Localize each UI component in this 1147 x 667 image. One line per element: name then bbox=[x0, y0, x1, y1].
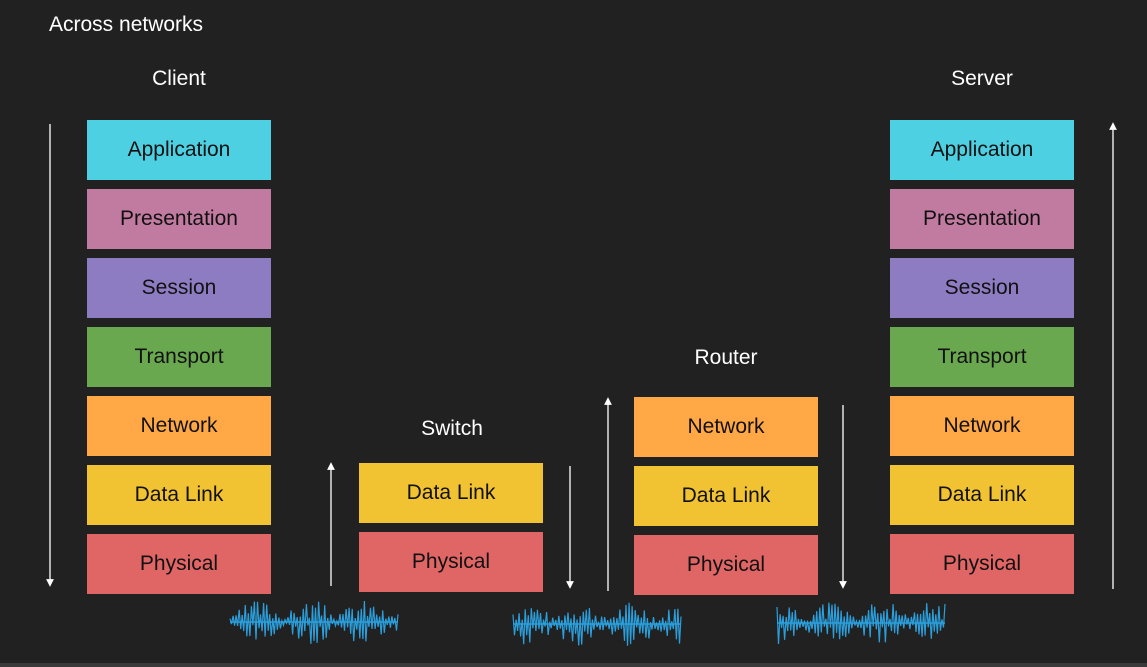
client-physical-layer: Physical bbox=[87, 534, 271, 594]
client-application-layer: Application bbox=[87, 120, 271, 180]
signal-wave-icon-2 bbox=[512, 602, 682, 646]
bottom-divider bbox=[0, 663, 1147, 667]
server-session-layer: Session bbox=[890, 258, 1074, 318]
client-presentation-layer: Presentation bbox=[87, 189, 271, 249]
signal-wave-icon-3 bbox=[776, 602, 946, 645]
client-session-layer: Session bbox=[87, 258, 271, 318]
server-network-layer: Network bbox=[890, 396, 1074, 456]
switch-data-link-layer: Data Link bbox=[359, 463, 543, 523]
client-label: Client bbox=[152, 67, 206, 90]
server-data-link-layer: Data Link bbox=[890, 465, 1074, 525]
server-transport-layer: Transport bbox=[890, 327, 1074, 387]
server-physical-layer: Physical bbox=[890, 534, 1074, 594]
router-data-link-layer: Data Link bbox=[634, 466, 818, 526]
server-label: Server bbox=[951, 67, 1013, 90]
router-label: Router bbox=[694, 346, 758, 369]
page-title: Across networks bbox=[49, 13, 204, 36]
signal-wave-icon-1 bbox=[229, 600, 399, 644]
router-physical-layer: Physical bbox=[634, 535, 818, 595]
router-network-layer: Network bbox=[634, 397, 818, 457]
client-data-link-layer: Data Link bbox=[87, 465, 271, 525]
switch-label: Switch bbox=[421, 417, 483, 440]
server-presentation-layer: Presentation bbox=[890, 189, 1074, 249]
client-network-layer: Network bbox=[87, 396, 271, 456]
client-transport-layer: Transport bbox=[87, 327, 271, 387]
server-application-layer: Application bbox=[890, 120, 1074, 180]
switch-physical-layer: Physical bbox=[359, 532, 543, 592]
